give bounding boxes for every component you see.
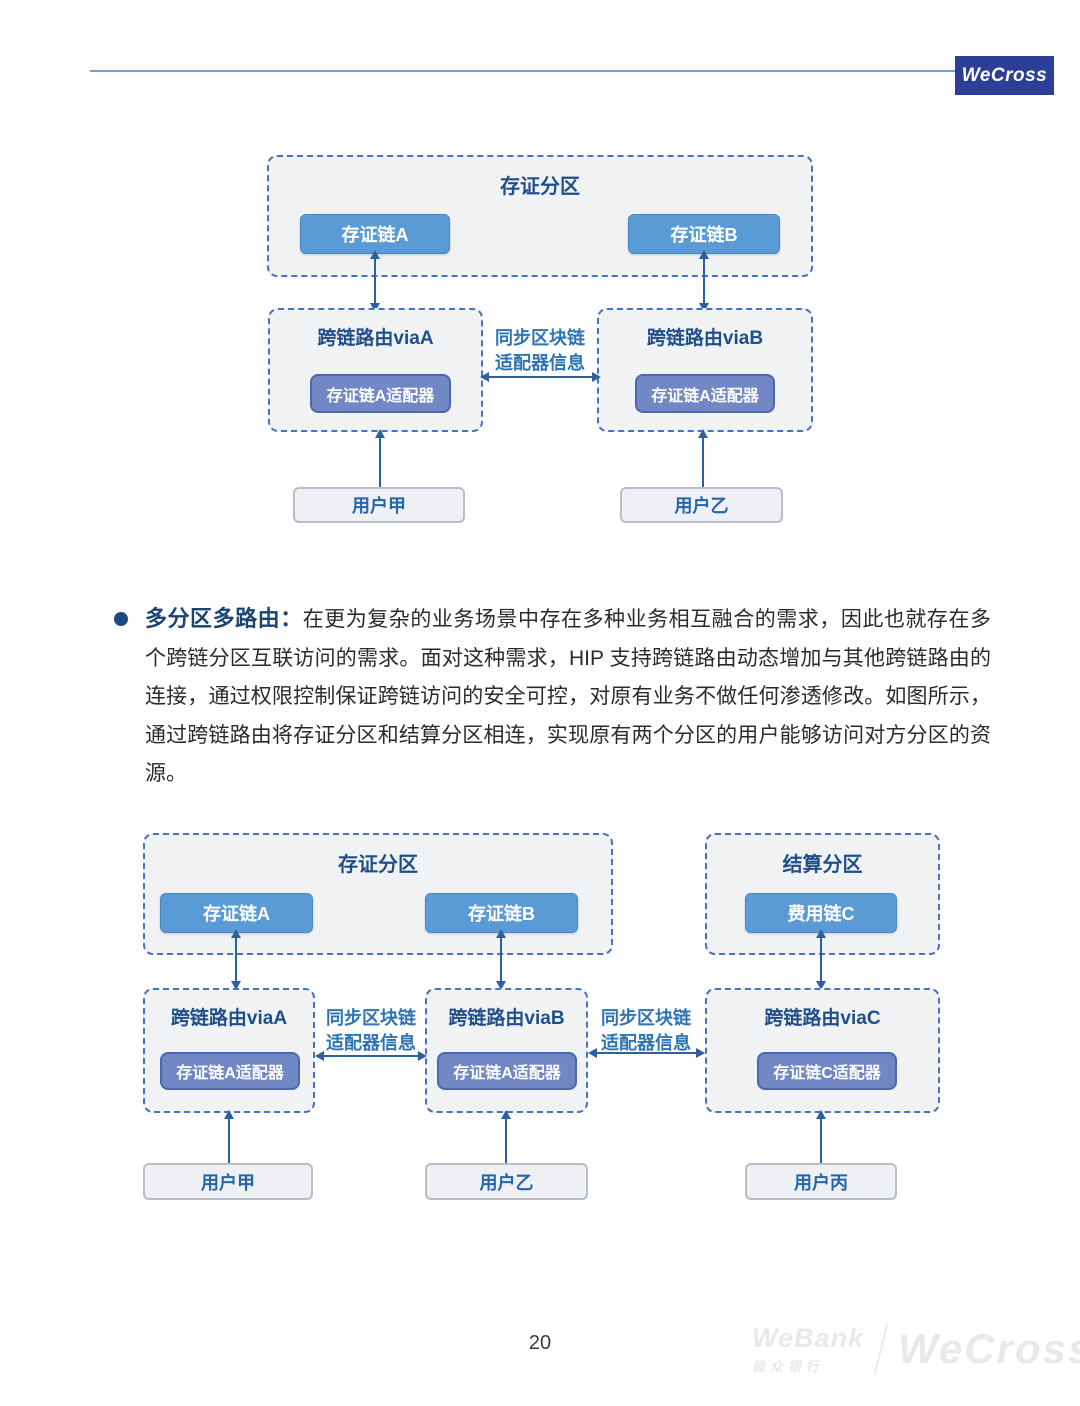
- router-via-c: 跨链路由viaC: [705, 988, 940, 1113]
- arrow-chain-c-router-c: [816, 929, 826, 990]
- arrow-chain-b-router-b: [699, 250, 709, 312]
- arrow-user-b-router-b: [698, 429, 708, 487]
- webank-logo-text: WeBank: [752, 1323, 865, 1353]
- router-title: 跨链路由viaA: [170, 1008, 288, 1029]
- watermark-divider: [873, 1322, 889, 1376]
- section-heading: 多分区多路由：: [145, 606, 303, 631]
- section-paragraph: 多分区多路由：在更为复杂的业务场景中存在多种业务相互融合的需求，因此也就存在多个…: [145, 600, 991, 794]
- user-yi-box-2: 用户乙: [425, 1163, 588, 1200]
- adapter-chain-a: 存证链A适配器: [310, 374, 451, 413]
- arrow-sync-router-a2-b2: [315, 1051, 427, 1061]
- partition-title: 结算分区: [782, 854, 863, 876]
- chain-a-node-2: 存证链A: [160, 893, 313, 933]
- router-via-a-2: 跨链路由viaA: [143, 988, 315, 1113]
- adapter-chain-a-3: 存证链A适配器: [160, 1052, 300, 1090]
- webank-logo-cn: 微众银行: [752, 1359, 825, 1374]
- arrow-chain-b2-router-b2: [496, 929, 506, 990]
- arrow-user-a2-router-a2: [224, 1110, 234, 1163]
- user-jia-box-2: 用户甲: [143, 1163, 313, 1200]
- chain-c-node: 费用链C: [745, 893, 897, 933]
- chain-a-node: 存证链A: [300, 214, 450, 254]
- router-title: 跨链路由viaB: [646, 328, 764, 349]
- wecross-logo-text: WeCross: [961, 64, 1048, 86]
- user-bing-box: 用户丙: [745, 1163, 897, 1200]
- arrow-user-c-router-c: [816, 1110, 826, 1163]
- partition-title: 存证分区: [500, 176, 580, 198]
- router-via-a: 跨链路由viaA: [268, 308, 483, 432]
- webank-logo: WeBank 微众银行: [752, 1323, 864, 1375]
- footer-watermark: WeBank 微众银行 WeCross: [752, 1322, 1080, 1376]
- sync-label-ab: 同步区块链 适配器信息: [317, 1006, 425, 1056]
- sync-label-bc: 同步区块链 适配器信息: [591, 1006, 701, 1056]
- router-title: 跨链路由viaA: [317, 328, 434, 349]
- router-via-b-2: 跨链路由viaB: [425, 988, 588, 1113]
- arrow-user-a-router-a: [375, 429, 385, 487]
- arrow-chain-a2-router-a2: [231, 929, 241, 990]
- arrow-sync-router-b2-c: [588, 1048, 705, 1058]
- adapter-chain-a-4: 存证链A适配器: [437, 1052, 577, 1090]
- chain-b-node-2: 存证链B: [425, 893, 578, 933]
- user-jia-box: 用户甲: [293, 487, 465, 523]
- sync-line1: 同步区块链: [495, 328, 585, 348]
- router-via-b: 跨链路由viaB: [597, 308, 813, 432]
- arrow-user-b2-router-b2: [501, 1110, 511, 1163]
- sync-line1: 同步区块链: [326, 1008, 416, 1028]
- sync-line2: 适配器信息: [326, 1033, 416, 1053]
- chain-b-node: 存证链B: [628, 214, 780, 254]
- section-body: 在更为复杂的业务场景中存在多种业务相互融合的需求，因此也就存在多个跨链分区互联访…: [145, 608, 991, 785]
- page-number: 20: [528, 1332, 552, 1354]
- adapter-chain-a-2: 存证链A适配器: [635, 374, 775, 413]
- user-yi-box: 用户乙: [620, 487, 783, 523]
- sync-line1: 同步区块链: [601, 1008, 691, 1028]
- sync-label-top: 同步区块链 适配器信息: [480, 326, 600, 376]
- wecross-watermark-text: WeCross: [898, 1325, 1080, 1372]
- bullet-icon: [114, 612, 128, 626]
- header-rule: [90, 70, 958, 72]
- sync-line2: 适配器信息: [601, 1033, 691, 1053]
- router-title: 跨链路由viaC: [764, 1008, 881, 1029]
- partition-title: 存证分区: [338, 854, 418, 876]
- sync-line2: 适配器信息: [495, 353, 585, 373]
- router-title: 跨链路由viaB: [448, 1008, 565, 1029]
- arrow-sync-router-a-b: [480, 372, 601, 382]
- arrow-chain-a-router-a: [370, 250, 380, 312]
- wecross-logo: WeCross: [955, 56, 1054, 95]
- adapter-chain-c: 存证链C适配器: [757, 1052, 897, 1090]
